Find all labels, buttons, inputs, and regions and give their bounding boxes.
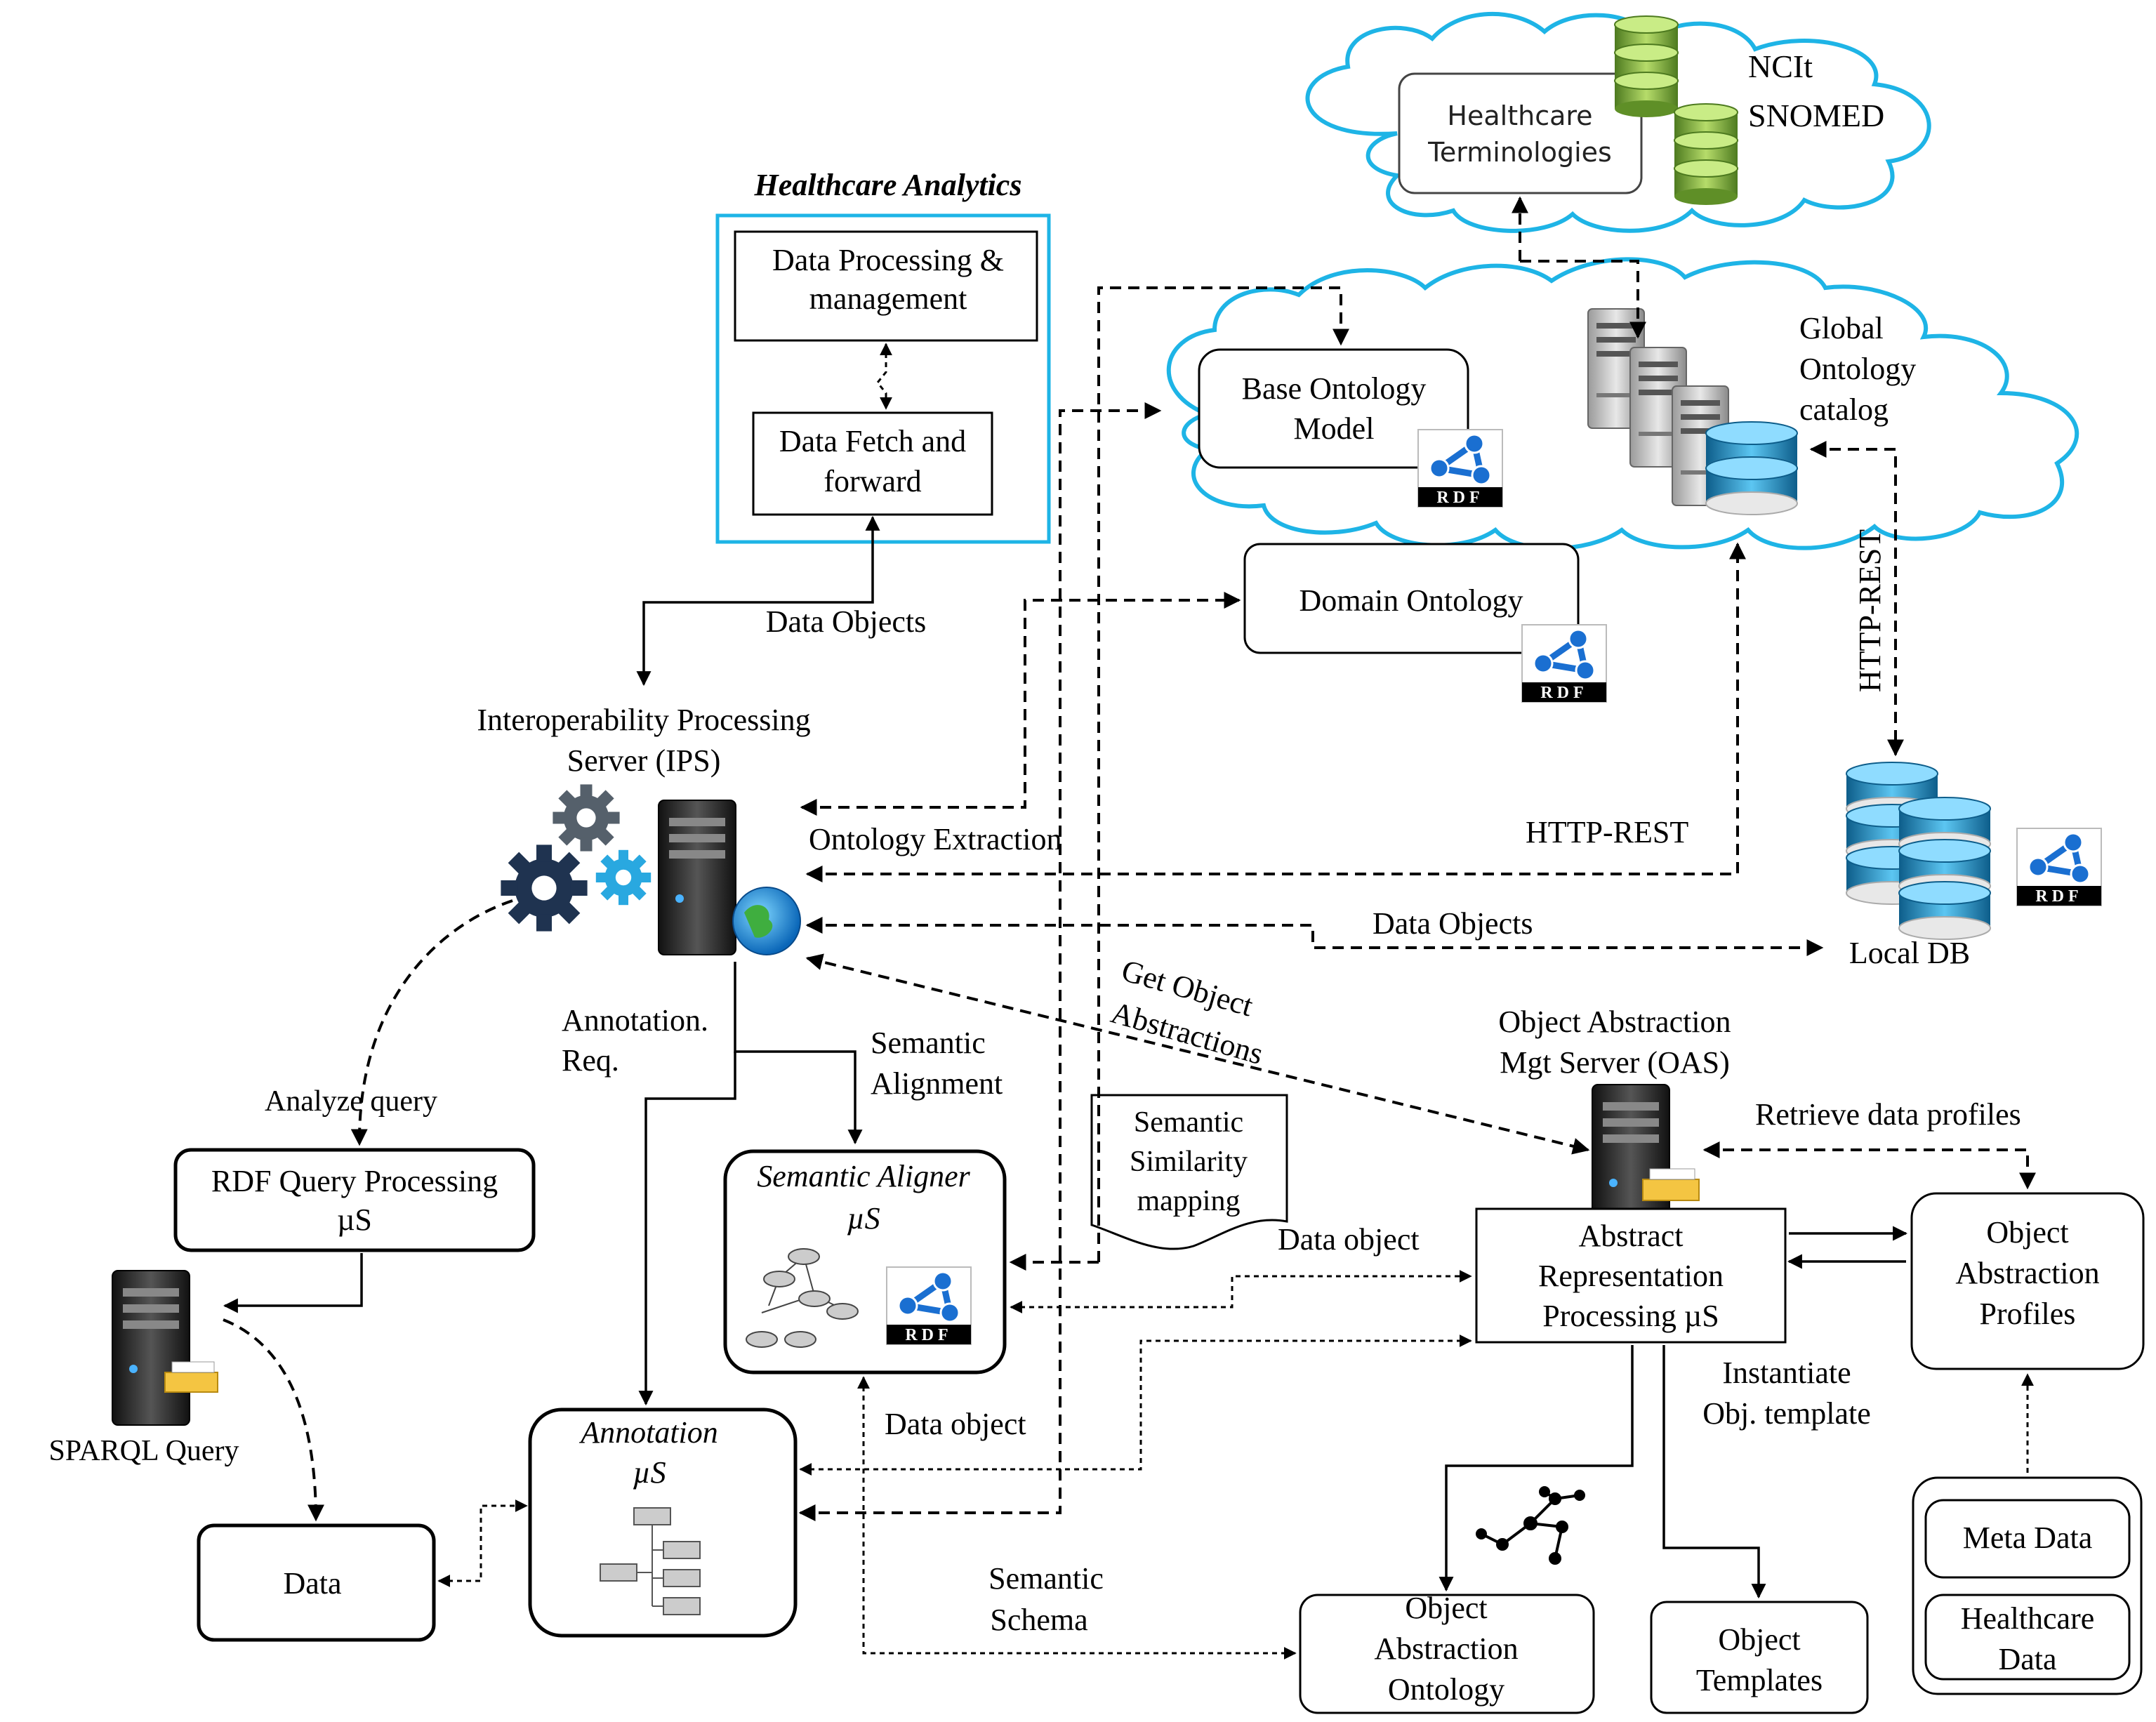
healthcare-data-label-2: Data [1998,1642,2056,1676]
svg-text:RDF: RDF [1436,489,1483,507]
semantic-alignment-label-1: Semantic [871,1026,986,1060]
http-rest-label: HTTP-REST [1526,815,1688,849]
rdf-icon: RDF [887,1267,971,1344]
tree-structure-icon [600,1507,701,1615]
data-object-label-1: Data object [1278,1222,1420,1257]
meta-data-label: Meta Data [1963,1521,2092,1555]
healthcare-terminologies-box [1398,72,1643,194]
instantiate-label-1: Instantiate [1722,1356,1851,1390]
ips-label-2: Server (IPS) [567,743,721,778]
rdf-icon: RDF [1522,625,1606,702]
data-fetch-label-2: forward [824,464,921,498]
semantic-schema-label-2: Schema [990,1603,1087,1637]
oa-ontology-box [1299,1594,1595,1714]
data-processing-label-1: Data Processing & [772,243,1004,277]
annotation-req-label-1: Annotation. [562,1003,708,1038]
obj-templates-label-2: Templates [1696,1663,1823,1697]
base-ontology-box [1198,348,1469,469]
semantic-similarity-label-2: Similarity [1130,1146,1248,1178]
retrieve-profiles-label: Retrieve data profiles [1755,1097,2021,1132]
oas-server-icon [1592,1084,1700,1240]
oa-profiles-box [1910,1192,2145,1370]
base-ontology-label-1: Base Ontology [1242,371,1427,406]
local-db-label: Local DB [1849,936,1970,970]
ontology-extraction-label: Ontology Extraction [809,822,1062,856]
semantic-schema-label-1: Semantic [988,1561,1104,1596]
rdf-query-label-1: RDF Query Processing [211,1164,498,1198]
abstract-rep-label-2: Representation [1538,1259,1724,1293]
obj-templates-label-1: Object [1718,1622,1800,1657]
data-fetch-box [752,411,993,516]
data-objects-local-label: Data Objects [1373,906,1533,941]
local-db-icon [1846,762,1991,940]
healthcare-terminologies-label-2: Terminologies [1427,137,1612,168]
abstract-rep-label-1: Abstract [1578,1219,1683,1253]
svg-text:RDF: RDF [905,1326,952,1344]
http-rest-vertical-label: HTTP-REST [1853,529,1887,692]
gear-icon [595,849,652,906]
rdf-icon: RDF [1418,430,1502,507]
healthcare-analytics-group: Healthcare Analytics Data Processing & m… [715,168,1051,544]
semantic-aligner-label-2: µS [847,1201,880,1236]
abstract-rep-label-3: Processing µS [1542,1299,1719,1333]
sparql-query-label: SPARQL Query [48,1435,239,1467]
semantic-aligner-label-1: Semantic Aligner [757,1159,970,1193]
rdf-query-label-2: µS [337,1203,372,1237]
oas-label-1: Object Abstraction [1498,1005,1731,1039]
abstract-representation-box [1475,1207,1787,1344]
data-fetch-label-1: Data Fetch and [779,424,966,458]
oas-label-2: Mgt Server (OAS) [1500,1045,1730,1080]
oa-profiles-label-1: Object [1986,1215,2068,1250]
svg-text:RDF: RDF [2035,887,2082,906]
svg-text:RDF: RDF [1540,684,1587,702]
sparql-server-icon [112,1270,218,1426]
data-box [197,1523,436,1642]
global-catalog-label-3: catalog [1799,392,1889,427]
gear-icon [553,784,620,852]
hierarchy-icon [746,1248,859,1348]
meta-data-box [1924,1499,2131,1579]
data-processing-box [734,230,1038,342]
data-objects-top-label: Data Objects [766,604,926,639]
data-box-label: Data [283,1566,341,1601]
healthcare-data-box [1924,1594,2131,1681]
healthcare-analytics-title: Healthcare Analytics [754,168,1022,202]
semantic-alignment-label-2: Alignment [871,1066,1003,1101]
ips-label-1: Interoperability Processing [477,703,810,737]
snomed-label: SNOMED [1748,98,1884,133]
ncit-label: NCIt [1748,48,1813,84]
network-graph-icon [1476,1486,1585,1565]
oa-ontology-label-2: Abstraction [1374,1631,1518,1666]
oa-profiles-label-3: Profiles [1980,1297,2076,1331]
analyze-query-label: Analyze query [265,1085,437,1118]
base-ontology-label-2: Model [1294,411,1375,446]
global-catalog-label-2: Ontology [1799,352,1916,386]
healthcare-data-label-1: Healthcare [1961,1601,2095,1636]
annotation-req-label-2: Req. [562,1043,619,1078]
connectors [223,196,2036,1660]
gear-icon [501,845,588,932]
semantic-similarity-label-1: Semantic [1134,1106,1243,1139]
domain-ontology-label: Domain Ontology [1299,583,1523,618]
data-processing-label-2: management [809,282,967,316]
healthcare-terminologies-label-1: Healthcare [1447,100,1592,131]
obj-templates-box [1650,1601,1869,1714]
oa-profiles-label-2: Abstraction [1955,1256,2099,1290]
global-catalog-label-1: Global [1799,311,1884,345]
rdf-icon: RDF [2017,828,2101,906]
annotation-label-2: µS [633,1455,666,1490]
semantic-similarity-label-3: mapping [1137,1185,1241,1217]
instantiate-label-2: Obj. template [1702,1396,1871,1431]
annotation-label-1: Annotation [578,1415,718,1450]
oa-ontology-label-3: Ontology [1388,1672,1504,1707]
data-object-label-2: Data object [885,1407,1026,1441]
ips-server-icon [658,800,801,955]
oa-ontology-label-1: Object [1405,1591,1487,1625]
rdf-query-box [173,1148,536,1252]
